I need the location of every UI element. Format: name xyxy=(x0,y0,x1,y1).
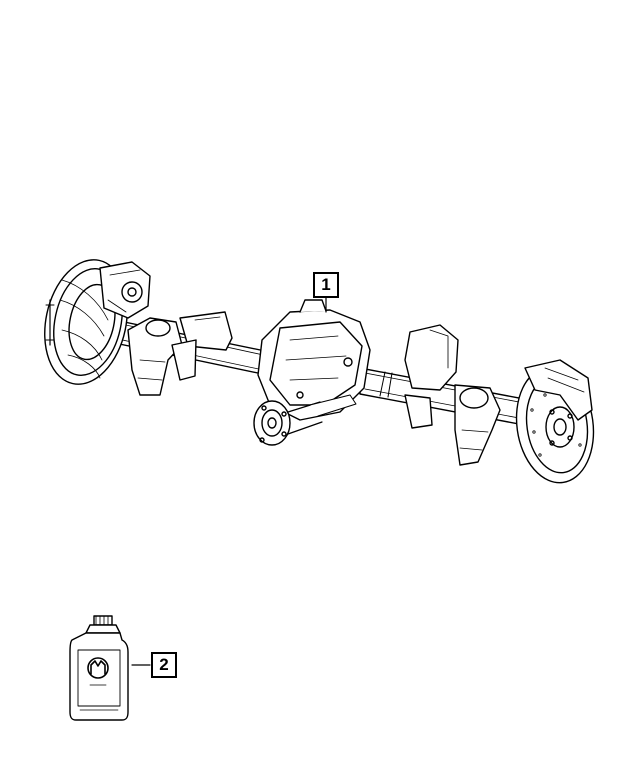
gear-oil-bottle xyxy=(69,615,129,721)
differential-housing xyxy=(257,299,371,421)
right-brake-caliper xyxy=(524,359,593,421)
callout-1[interactable]: 1 xyxy=(313,272,339,298)
pinion-yoke-flange xyxy=(253,394,357,446)
right-suspension-bracket xyxy=(404,324,501,466)
left-brake-caliper xyxy=(99,261,151,319)
callout-2[interactable]: 2 xyxy=(151,652,177,678)
left-suspension-bracket xyxy=(127,311,233,396)
